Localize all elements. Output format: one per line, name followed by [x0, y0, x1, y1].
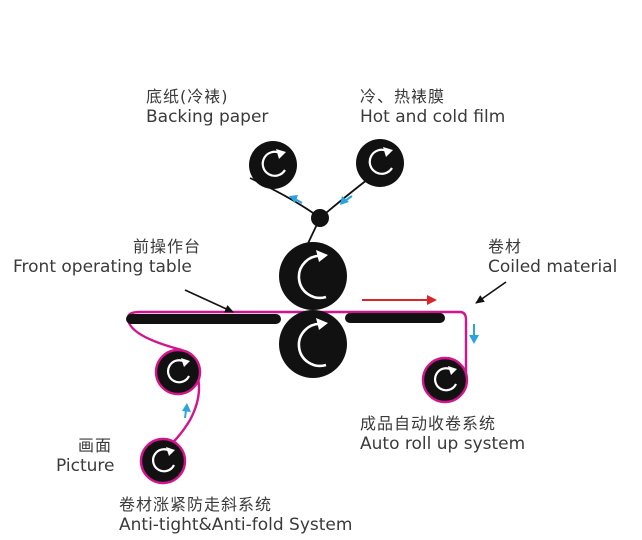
backing-paper-roller: [249, 141, 297, 189]
picture-roller: [139, 437, 187, 485]
front-table-label-zh: 前操作台: [133, 237, 202, 256]
down-arrow: [469, 324, 479, 344]
anti-label-en: Anti-tight&Anti-fold System: [119, 515, 353, 535]
backing-paper-label-zh: 底纸(冷裱): [146, 87, 229, 106]
upper-pressure-roller: [279, 242, 347, 310]
backing-paper-label-en: Backing paper: [146, 107, 269, 127]
coiled-leader: [475, 281, 507, 304]
feed-arrow-film: [340, 195, 353, 205]
film-label-en: Hot and cold film: [360, 107, 506, 127]
feed-arrow-backing: [289, 195, 303, 204]
front-table-label-en: Front operating table: [13, 257, 192, 277]
film-path: [319, 175, 373, 219]
guide-roller: [311, 209, 329, 227]
auto-rollup-label-zh: 成品自动收卷系统: [360, 414, 497, 433]
up-arrow: [182, 403, 191, 419]
output-arrow: [362, 295, 437, 305]
front-table-leader: [184, 289, 234, 313]
coiled-label-zh: 卷材: [488, 237, 523, 256]
coiled-label-en: Coiled material: [488, 257, 618, 277]
tension-roller: [154, 348, 202, 396]
anti-label-zh: 卷材涨紧防走斜系统: [119, 495, 273, 514]
rear-operating-table: [345, 313, 445, 323]
front-operating-table: [126, 314, 281, 324]
picture-label-en: Picture: [56, 456, 115, 476]
picture-label-zh: 画面: [78, 436, 113, 455]
lower-pressure-roller: [279, 310, 347, 378]
auto-rollup-label-en: Auto roll up system: [360, 434, 526, 454]
auto-rollup-roller: [421, 356, 469, 404]
film-label-zh: 冷、热裱膜: [360, 87, 446, 106]
film-roller: [356, 139, 404, 187]
